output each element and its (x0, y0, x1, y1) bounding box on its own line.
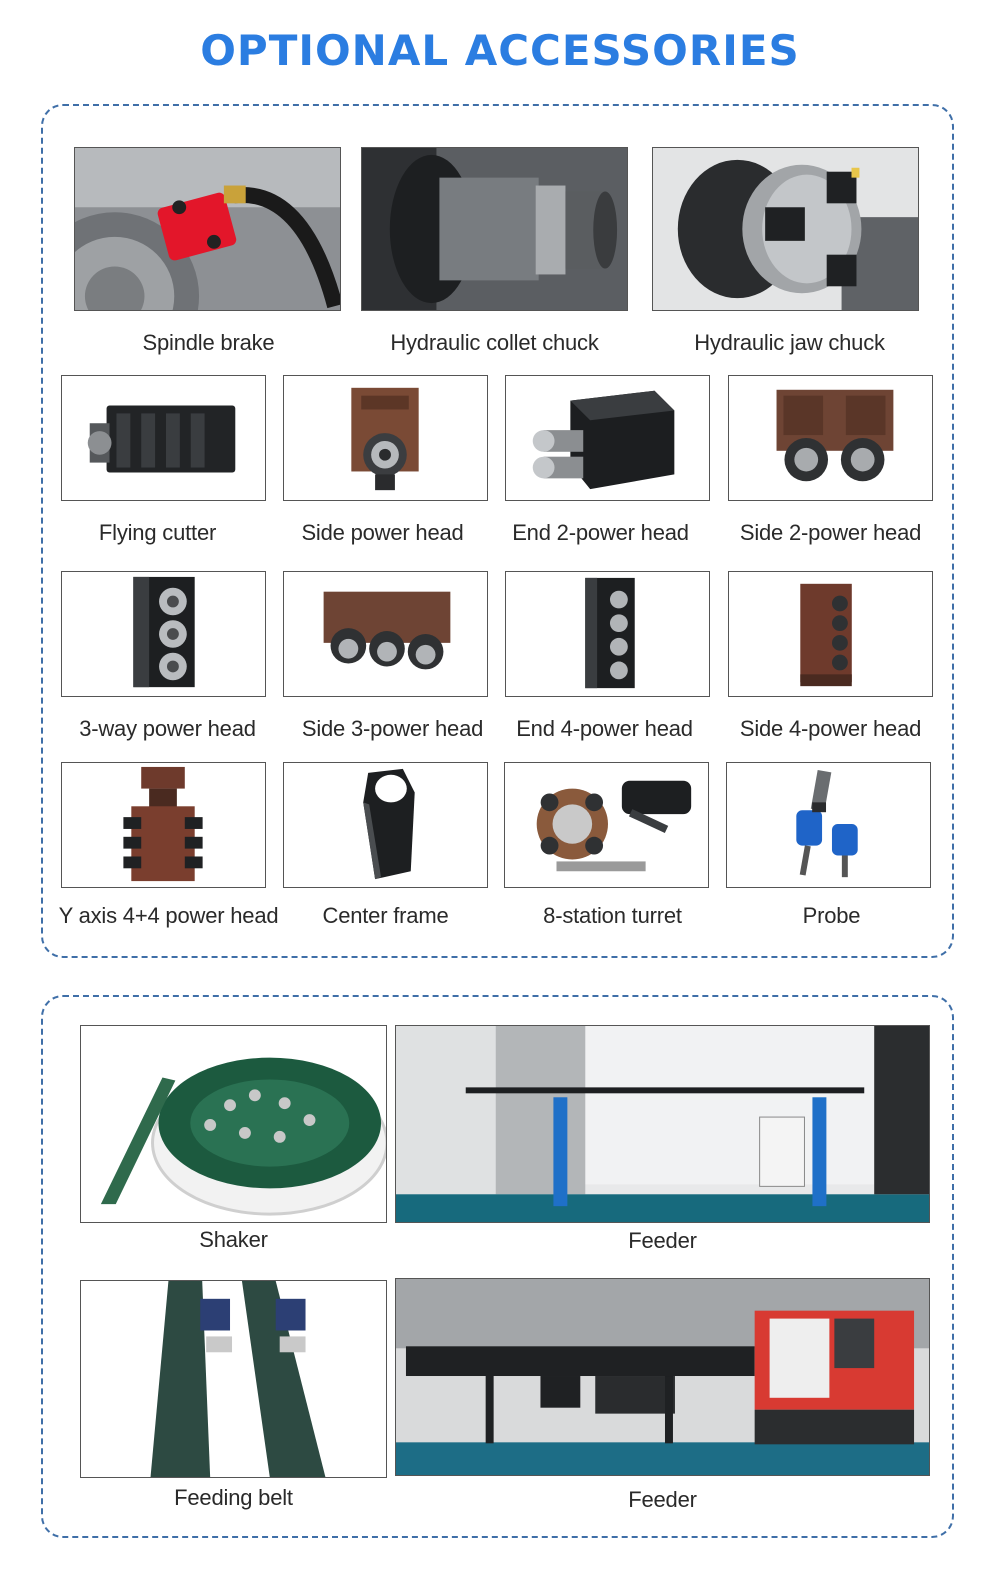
y-axis-power-head-photo (61, 762, 266, 888)
equipment-label: Feeder (628, 1228, 697, 1253)
side-4-power-head-photo (728, 571, 933, 697)
side-2-power-head-photo (728, 375, 933, 501)
center-frame-photo (283, 762, 488, 888)
accessory-label: Side 4-power head (739, 716, 922, 741)
accessory-label: End 4-power head (516, 716, 693, 741)
accessories-panel (41, 104, 954, 958)
accessory-label: Flying cutter (98, 520, 217, 545)
hydraulic-jaw-chuck-photo (652, 147, 919, 311)
accessory-label: Side 3-power head (301, 716, 484, 741)
equipment-label: Shaker (199, 1227, 268, 1252)
accessory-label: Spindle brake (142, 330, 275, 355)
3-way-power-head-photo (61, 571, 266, 697)
side-power-head-photo (283, 375, 488, 501)
hydraulic-collet-chuck-photo (361, 147, 628, 311)
equipment-panel (41, 995, 954, 1538)
flying-cutter-photo (61, 375, 266, 501)
probe-photo (726, 762, 931, 888)
end-2-power-head-photo (505, 375, 710, 501)
accessory-label: 3-way power head (79, 716, 256, 741)
accessory-label: Hydraulic jaw chuck (694, 330, 885, 355)
side-3-power-head-photo (283, 571, 488, 697)
accessory-label: Hydraulic collet chuck (390, 330, 599, 355)
feeding-belt-photo (80, 1280, 387, 1478)
bar-feeder-photo (395, 1278, 930, 1476)
accessory-label: 8-station turret (543, 903, 682, 928)
8-station-turret-photo (504, 762, 709, 888)
page-title: OPTIONAL ACCESSORIES (200, 26, 800, 75)
accessory-label: Side power head (301, 520, 464, 545)
accessory-label: End 2-power head (512, 520, 689, 545)
end-4-power-head-photo (505, 571, 710, 697)
accessory-label: Probe (802, 903, 861, 928)
equipment-label: Feeder (628, 1487, 697, 1512)
feeder-photo (395, 1025, 930, 1223)
accessory-label: Side 2-power head (739, 520, 922, 545)
shaker-photo (80, 1025, 387, 1223)
accessory-label: Center frame (322, 903, 449, 928)
equipment-label: Feeding belt (174, 1485, 293, 1510)
spindle-brake-photo (74, 147, 341, 311)
accessory-label: Y axis 4+4 power head (58, 903, 279, 928)
